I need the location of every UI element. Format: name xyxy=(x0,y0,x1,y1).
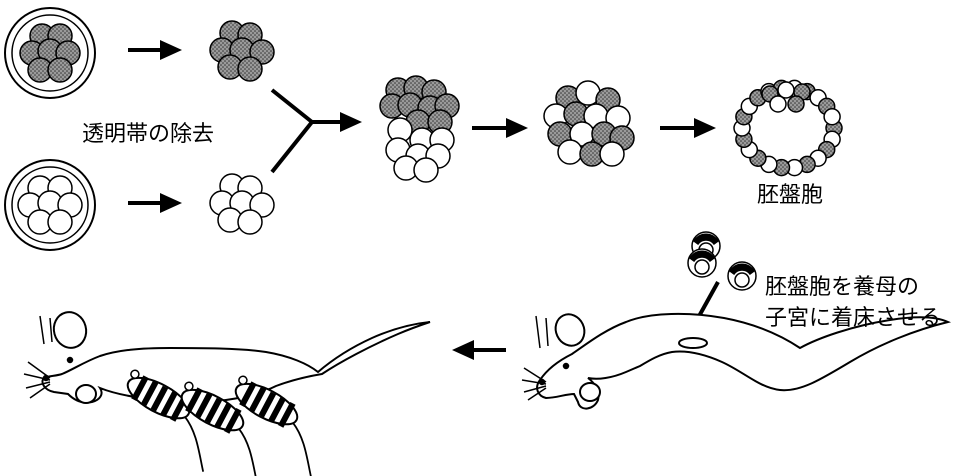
merge-arrow xyxy=(272,90,362,172)
aggregated-embryo xyxy=(380,76,459,182)
shaded-embryo-no-zona xyxy=(210,21,274,81)
inner-cell-mass-cell xyxy=(788,96,804,112)
arrow-right-4 xyxy=(660,118,716,138)
shaded-embryo-in-zona xyxy=(5,8,95,98)
blastocyst-cell xyxy=(824,109,840,125)
arrow-left xyxy=(452,340,506,360)
mixed-morula xyxy=(544,81,634,166)
arrow-right-2 xyxy=(128,193,182,213)
small-blastocysts xyxy=(688,232,756,290)
arrow-right-1 xyxy=(128,40,182,60)
inner-cell-mass-cell xyxy=(770,96,786,112)
label-blastocyst: 胚盤胞 xyxy=(757,177,823,209)
white-embryo-in-zona xyxy=(5,160,95,250)
blastocyst xyxy=(734,80,842,175)
label-transfer-line2: 子宮に着床させる xyxy=(765,303,941,334)
arrow-right-3 xyxy=(472,118,528,138)
label-transfer: 胚盤胞を養母の 子宮に着床させる xyxy=(765,272,941,334)
small-blastocyst xyxy=(728,262,756,290)
white-embryo-no-zona xyxy=(210,174,274,234)
small-blastocyst xyxy=(688,249,716,277)
label-transfer-line1: 胚盤胞を養母の xyxy=(765,272,941,303)
label-zona-removal: 透明帯の除去 xyxy=(82,116,214,148)
